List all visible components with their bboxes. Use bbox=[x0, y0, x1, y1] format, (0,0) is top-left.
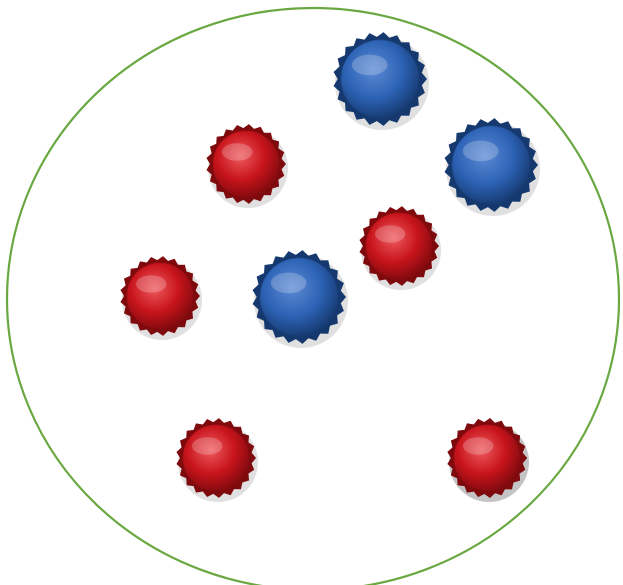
blue-bottle-cap-2 bbox=[445, 118, 540, 216]
bottle-cap-highlight bbox=[136, 275, 166, 293]
bottle-caps-group bbox=[120, 32, 540, 502]
bottle-cap-highlight bbox=[463, 437, 493, 455]
red-bottle-cap-3 bbox=[120, 256, 202, 340]
red-bottle-cap-2 bbox=[359, 206, 441, 290]
bottle-cap-highlight bbox=[375, 225, 405, 243]
bottle-cap-highlight bbox=[352, 55, 388, 76]
red-bottle-cap-4 bbox=[176, 418, 258, 502]
bottle-cap-highlight bbox=[463, 141, 499, 162]
blue-bottle-cap-1 bbox=[334, 32, 429, 130]
bottle-cap-highlight bbox=[271, 273, 307, 294]
red-bottle-cap-6 bbox=[447, 418, 529, 502]
bottle-cap-highlight bbox=[192, 437, 222, 455]
bottle-cap-highlight bbox=[222, 143, 252, 161]
red-bottle-cap-1 bbox=[206, 124, 288, 208]
blue-bottle-cap-3 bbox=[253, 250, 348, 348]
